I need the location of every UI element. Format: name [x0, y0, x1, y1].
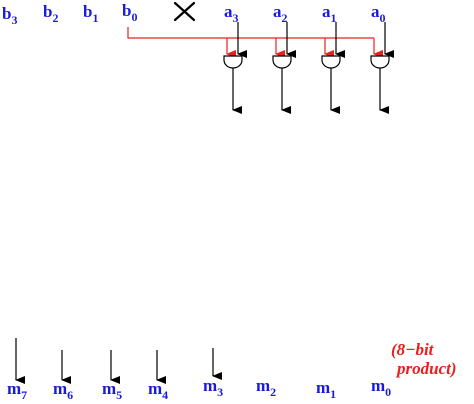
bit-label-m2: m2 — [256, 376, 277, 399]
bit-label-m7: m7 — [7, 379, 28, 402]
bit-label-a0: a0 — [371, 2, 386, 25]
bit-label-a1: a1 — [322, 2, 337, 25]
bit-label-m0: m0 — [371, 376, 392, 399]
and-gate-a1 — [321, 55, 341, 69]
and-gate-a3 — [223, 55, 243, 69]
bit-label-b2: b2 — [43, 2, 59, 25]
b0-broadcast-wire — [127, 27, 383, 58]
bit-label-a3: a3 — [224, 2, 239, 25]
and-gate-a0 — [370, 55, 390, 69]
and-gate-a2 — [272, 55, 292, 69]
multiply-icon — [173, 1, 196, 22]
bit-label-m5: m5 — [102, 379, 123, 402]
a-input-wires — [237, 22, 394, 58]
note-line-1: (8−bit — [391, 340, 434, 359]
product-width-note: (8−bit product) — [391, 340, 457, 378]
bit-label-b3: b3 — [2, 4, 18, 27]
bit-label-m4: m4 — [148, 379, 169, 402]
bit-label-b0: b0 — [122, 1, 138, 24]
bit-label-m6: m6 — [53, 379, 74, 402]
gate-output-arrows — [232, 68, 389, 114]
product-input-arrows — [15, 338, 222, 384]
bit-label-b1: b1 — [83, 2, 99, 25]
bit-label-m3: m3 — [203, 376, 224, 399]
bit-label-m1: m1 — [316, 378, 337, 401]
bit-label-a2: a2 — [273, 2, 288, 25]
note-line-2: product) — [397, 359, 457, 378]
